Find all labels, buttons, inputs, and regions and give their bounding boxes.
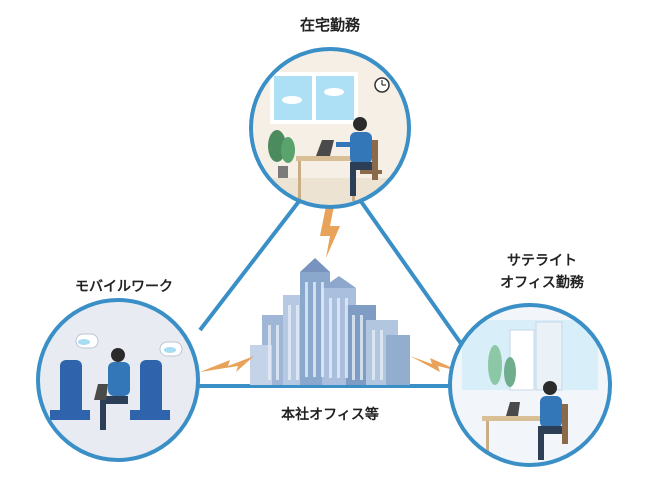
city-buildings-icon — [250, 258, 410, 385]
mobile-label: モバイルワーク — [75, 279, 173, 295]
satellite-label-line1: サテライト — [507, 253, 577, 269]
satellite-label: サテライト オフィス勤務 — [462, 250, 622, 294]
mobile-work-circle — [36, 298, 200, 462]
home-label: 在宅勤務 — [299, 16, 360, 34]
hq-label: 本社オフィス等 — [281, 407, 379, 423]
lightning-icon — [200, 206, 462, 372]
airplane-seat-icon — [50, 360, 170, 420]
clock-icon — [374, 77, 390, 93]
satellite-label-line2: オフィス勤務 — [500, 275, 584, 291]
satellite-office-circle — [448, 303, 612, 467]
plant-icon — [268, 130, 295, 178]
home-office-circle — [249, 47, 411, 209]
triangle-lines — [197, 198, 464, 388]
